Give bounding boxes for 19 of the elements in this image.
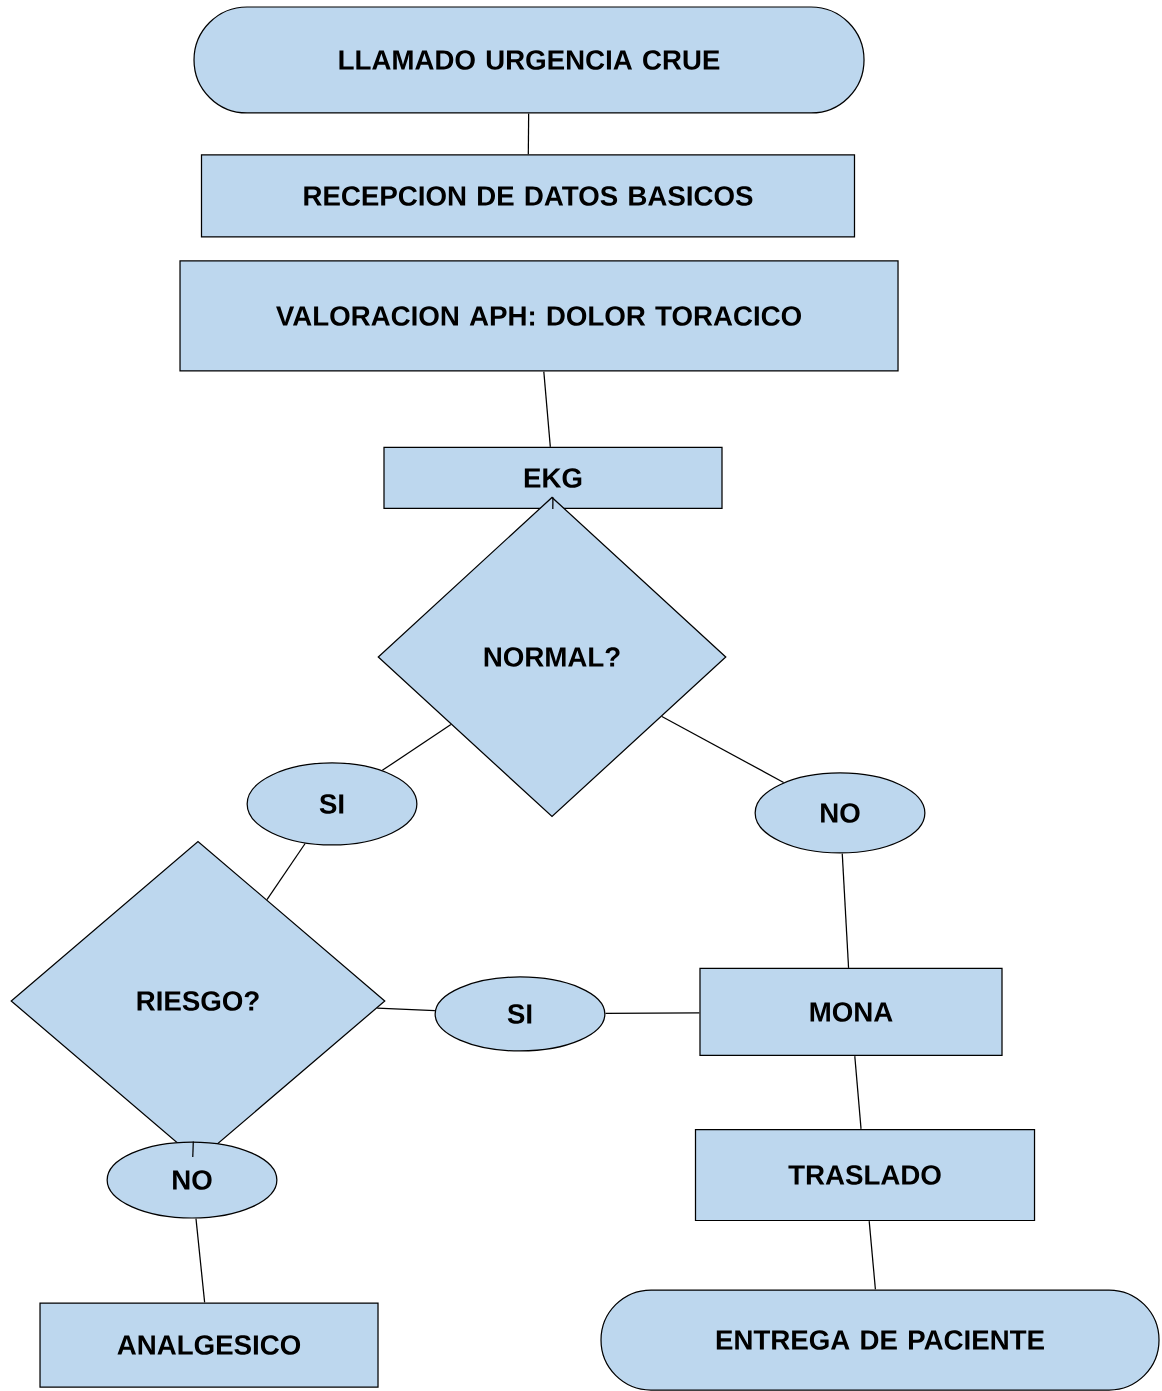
connector-line bbox=[381, 723, 452, 771]
connector-line bbox=[854, 1055, 862, 1130]
process-box: MONA bbox=[699, 967, 1003, 1057]
connector-line bbox=[376, 1007, 436, 1012]
connector-line bbox=[266, 842, 306, 901]
connector-line bbox=[841, 852, 850, 969]
connector-line bbox=[543, 370, 551, 448]
process-box: ANALGESICO bbox=[39, 1302, 379, 1388]
process-box: VALORACION APH: DOLOR TORACICO bbox=[179, 260, 899, 372]
process-box: EKG bbox=[383, 446, 723, 510]
connector-line bbox=[661, 715, 785, 784]
connector-line bbox=[868, 1220, 877, 1290]
connector-line bbox=[552, 496, 554, 510]
connector-line bbox=[195, 1217, 206, 1303]
connector-line bbox=[604, 1012, 700, 1015]
connector-line bbox=[192, 1140, 194, 1158]
process-box: RECEPCION DE DATOS BASICOS bbox=[200, 154, 856, 238]
process-box: TRASLADO bbox=[694, 1128, 1036, 1222]
connector-line bbox=[527, 113, 530, 155]
